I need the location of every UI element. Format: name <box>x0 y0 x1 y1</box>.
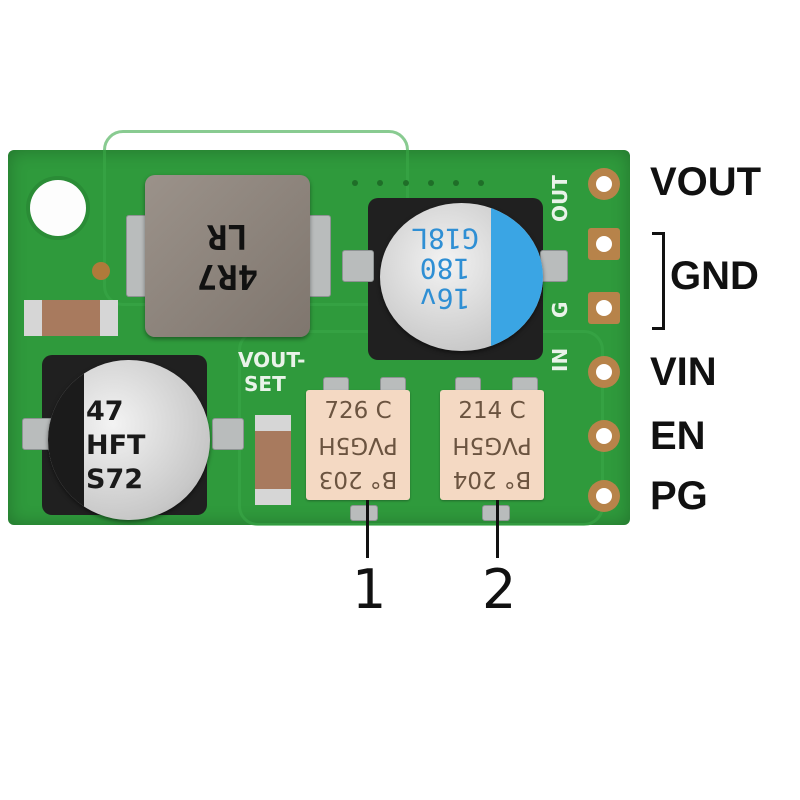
pin-label-gnd: GND <box>670 254 759 298</box>
capacitor-pad <box>212 418 244 450</box>
via <box>352 180 358 186</box>
silkscreen-set: SET <box>244 372 286 396</box>
pin-vout <box>588 168 620 200</box>
test-via <box>92 262 110 280</box>
pin-gnd-1 <box>588 228 620 260</box>
capacitor-terminal <box>255 415 291 431</box>
capacitor-pad <box>342 250 374 282</box>
via <box>428 180 434 186</box>
silkscreen-g: G <box>548 301 572 318</box>
silkscreen-vout: VOUT- <box>238 348 306 372</box>
potentiometer-2[interactable]: 214 C PVG5H B° 204 <box>440 390 544 500</box>
via <box>403 180 409 186</box>
inductor-marking-type: LR <box>207 216 248 256</box>
silkscreen-out: OUT <box>548 175 572 222</box>
input-capacitor: 47 HFT S72 <box>48 360 210 520</box>
polarity-stripe <box>48 360 84 520</box>
pin-pg <box>588 480 620 512</box>
inductor-marking-value: 4R7 <box>196 256 259 296</box>
inductor: 4R7 LR <box>145 175 310 337</box>
potentiometer-1[interactable]: 726 C PVG5H B° 203 <box>306 390 410 500</box>
input-cap-series: HFT <box>86 430 146 461</box>
input-cap-value: 47 <box>86 396 124 427</box>
callout-line-1 <box>366 500 369 558</box>
via <box>478 180 484 186</box>
pot-1-model: PVG5H <box>318 432 398 458</box>
callout-line-2 <box>496 500 499 558</box>
pot-1-value: B° 203 <box>318 466 398 492</box>
input-cap-code: S72 <box>86 464 144 495</box>
pot-2-value: B° 204 <box>452 466 532 492</box>
output-cap-marking: 16v 180 G18L <box>390 222 500 315</box>
input-cap-marking: 47 HFT S72 <box>86 395 145 497</box>
pot-2-code: 214 C <box>458 398 526 424</box>
pin-label-en: EN <box>650 414 706 458</box>
output-cap-code: G18L <box>411 222 479 255</box>
callout-label-1: 1 <box>352 558 387 621</box>
capacitor-pad <box>540 250 568 282</box>
output-cap-value: 180 <box>419 252 471 285</box>
capacitor-terminal <box>24 300 42 336</box>
pin-gnd-2 <box>588 292 620 324</box>
silkscreen-vout-set: VOUT- SET <box>238 348 305 396</box>
ceramic-capacitor <box>24 300 118 336</box>
output-cap-voltage: 16v <box>419 282 471 315</box>
pin-vin <box>588 356 620 388</box>
pot-1-code: 726 C <box>324 398 392 424</box>
callout-label-2: 2 <box>482 558 517 621</box>
capacitor-terminal <box>255 489 291 505</box>
polarity-stripe <box>490 203 543 351</box>
capacitor-terminal <box>100 300 118 336</box>
pot-2-model: PVG5H <box>452 432 532 458</box>
via <box>377 180 383 186</box>
pin-en <box>588 420 620 452</box>
via <box>453 180 459 186</box>
mounting-hole <box>30 180 86 236</box>
pin-label-vout: VOUT <box>650 160 762 204</box>
ceramic-capacitor <box>255 415 291 505</box>
silkscreen-in: IN <box>548 347 572 372</box>
pin-label-vin: VIN <box>650 350 717 394</box>
pot-pad <box>350 505 378 521</box>
output-capacitor: 16v 180 G18L <box>380 203 543 351</box>
pin-label-pg: PG <box>650 474 708 518</box>
gnd-bracket <box>652 232 665 330</box>
